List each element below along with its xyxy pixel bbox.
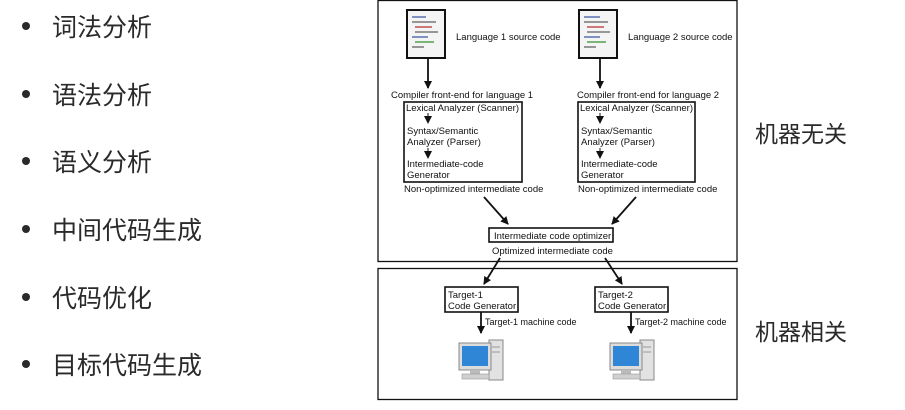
bullet-dot-icon [22,22,30,30]
machine-dependent-panel [377,267,738,401]
syntax-analyzer-2-line2: Analyzer (Parser) [581,137,655,148]
phase-syntax-analysis: 语法分析 [52,81,153,110]
phase-lexical-analysis: 词法分析 [52,13,153,42]
source-1-label: Language 1 source code [456,32,561,43]
phase-list: 词法分析 语法分析 语义分析 中间代码生成 代码优化 目标代码生成 [0,0,360,410]
source-code-1-icon [406,9,446,59]
arrow-optimizer-target1 [483,257,501,285]
optimizer-label: Intermediate code optimizer [494,231,611,242]
bullet-dot-icon [22,360,30,368]
bullet-dot-icon [22,157,30,165]
target-1-line2: Code Generator [448,301,516,312]
lexical-analyzer-2: Lexical Analyzer (Scanner) [580,103,693,114]
intermediate-gen-1-line2: Generator [407,170,450,181]
syntax-analyzer-2-line1: Syntax/Semantic [581,126,653,137]
target-1-line1: Target-1 [448,290,483,301]
arrow-frontend2-optimizer [611,196,637,225]
optimized-label: Optimized intermediate code [492,246,613,257]
syntax-analyzer-1-line1: Syntax/Semantic [407,126,479,137]
list-item: 语义分析 [22,143,152,179]
frontend-1-box [403,101,523,183]
intermediate-gen-2-line2: Generator [581,170,624,181]
bullet-dot-icon [22,90,30,98]
bullet-dot-icon [22,293,30,301]
target-2-line2: Code Generator [598,301,666,312]
arrow-frontend1-optimizer [483,196,509,225]
computer-1-icon [458,339,504,381]
non-optimized-2-label: Non-optimized intermediate code [578,184,717,195]
machine-independent-label: 机器无关 [755,122,847,148]
list-item: 目标代码生成 [22,346,202,382]
optimizer-box [488,227,614,243]
intermediate-gen-2-line1: Intermediate-code [581,159,658,170]
machine-dependent-label: 机器相关 [755,320,847,346]
frontend-2-title: Compiler front-end for language 2 [577,90,719,101]
source-2-label: Language 2 source code [628,32,733,43]
phase-semantic-analysis: 语义分析 [52,148,153,177]
lexical-analyzer-1: Lexical Analyzer (Scanner) [406,103,519,114]
arrow-optimizer-target2 [604,257,623,285]
target-2-line1: Target-2 [598,290,633,301]
list-item: 语法分析 [22,76,152,112]
intermediate-gen-1-line1: Intermediate-code [407,159,484,170]
syntax-analyzer-1-line2: Analyzer (Parser) [407,137,481,148]
list-item: 中间代码生成 [22,211,202,247]
phase-target-code: 目标代码生成 [52,351,203,380]
target-1-machine-label: Target-1 machine code [485,317,577,327]
computer-2-icon [609,339,655,381]
source-code-2-icon [578,9,618,59]
list-item: 代码优化 [22,279,152,315]
non-optimized-1-label: Non-optimized intermediate code [404,184,543,195]
list-item: 词法分析 [22,8,152,44]
frontend-1-title: Compiler front-end for language 1 [391,90,533,101]
frontend-2-box [577,101,696,183]
machine-independent-panel [377,0,738,263]
target-2-machine-label: Target-2 machine code [635,317,727,327]
phase-code-optimization: 代码优化 [52,284,153,313]
phase-intermediate-code: 中间代码生成 [52,216,203,245]
bullet-dot-icon [22,225,30,233]
